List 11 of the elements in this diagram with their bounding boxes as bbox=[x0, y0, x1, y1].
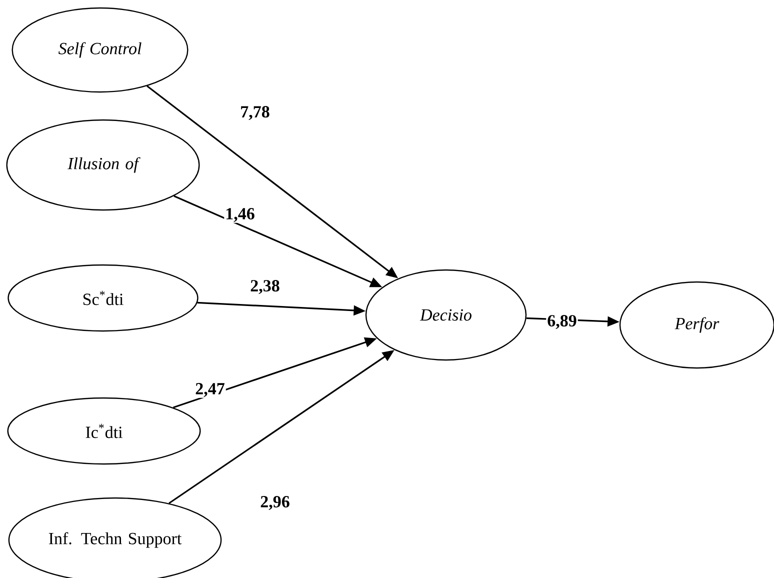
edge-label: 6,89 bbox=[546, 314, 578, 330]
edge-label: 7,78 bbox=[239, 105, 271, 121]
ellipse-node: Decisio bbox=[365, 269, 527, 361]
ellipse-node: Illusion of bbox=[6, 119, 200, 211]
edge-label: 2,47 bbox=[194, 382, 226, 398]
ellipse-node: Ic$^{*}$dti bbox=[7, 397, 201, 465]
ellipse-node: Self Control bbox=[12, 7, 188, 93]
edge-label: 2,38 bbox=[249, 279, 281, 295]
edge-label: 2,96 bbox=[259, 495, 291, 511]
edge-label: 1,46 bbox=[224, 207, 256, 223]
ellipse-node: Sc$^{*}$dti bbox=[8, 264, 198, 332]
